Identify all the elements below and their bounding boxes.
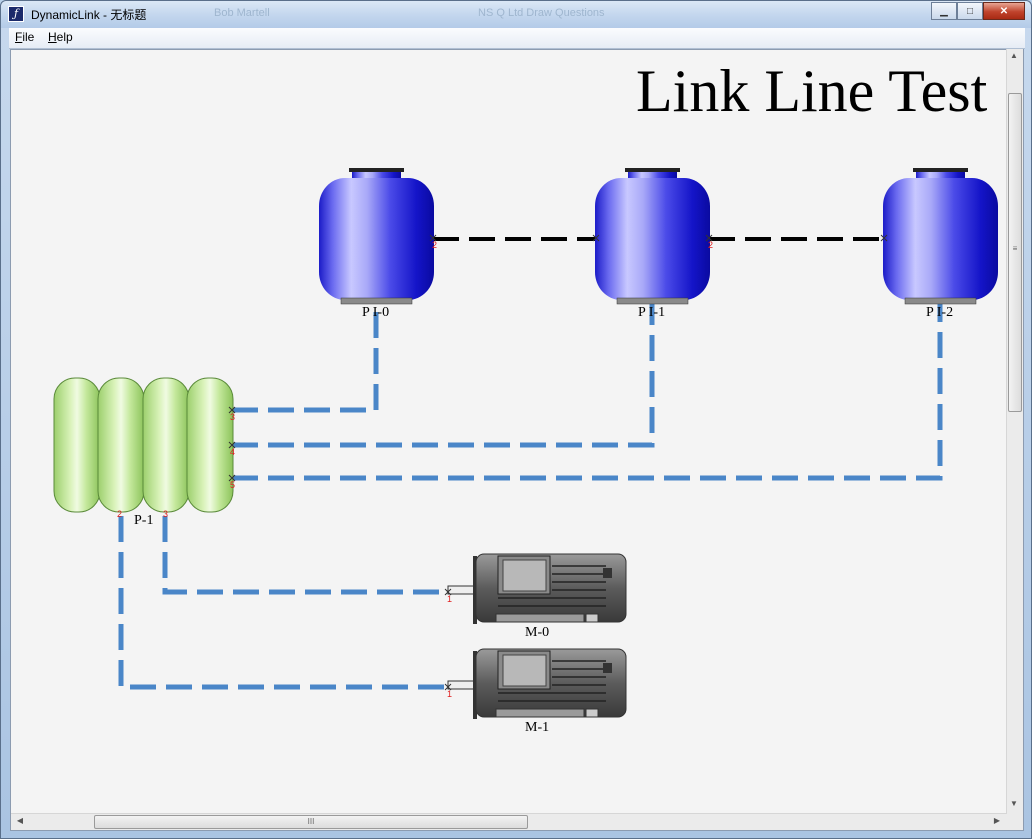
motor-label: M-0 [525, 625, 550, 640]
close-button[interactable]: ✕ [983, 2, 1025, 20]
tank-p-i-1[interactable] [595, 168, 710, 305]
vertical-scroll-thumb[interactable]: ≡ [1008, 93, 1022, 412]
link-pump-to-motor1 [118, 516, 448, 690]
link-pump-to-tank0 [232, 304, 379, 413]
tank-label: P I-1 [638, 305, 666, 320]
minimize-icon: ▁ [940, 5, 948, 17]
link-pump-to-tank1 [232, 304, 655, 448]
scroll-right-icon[interactable]: ▶ [993, 816, 1001, 825]
port-number: 2 [117, 509, 123, 519]
vertical-scrollbar[interactable]: ▲ ≡ ▼ [1006, 49, 1023, 814]
port-number: 4 [230, 447, 236, 457]
grip-icon: ≡ [1012, 244, 1018, 253]
port-number: 2 [708, 240, 714, 250]
port-number: 3 [163, 509, 169, 519]
motor-m-0[interactable] [447, 553, 627, 624]
link-pump-to-tank2 [232, 304, 943, 481]
horizontal-scroll-thumb[interactable]: III [94, 815, 528, 829]
background-window-title: NS Q Ltd Draw Questions [478, 7, 605, 19]
port-number: 5 [230, 480, 236, 490]
port-number: 3 [230, 412, 236, 422]
port-number: 1 [447, 594, 453, 604]
menu-help-accel: H [48, 30, 57, 44]
connector-marker [228, 406, 236, 414]
connector-marker [444, 588, 452, 596]
menu-help-label: elp [56, 30, 73, 44]
horizontal-scrollbar[interactable]: ◀ III ▶ [11, 813, 1006, 830]
blue-link-lines [118, 304, 943, 690]
close-icon: ✕ [999, 5, 1009, 17]
port-number: 2 [432, 240, 438, 250]
motor-m-1[interactable] [447, 648, 627, 719]
tank-label: P I-2 [926, 305, 954, 320]
maximize-button[interactable]: □ [957, 2, 983, 20]
link-pump-to-motor0 [162, 516, 448, 595]
caption-buttons: ▁ □ ✕ [931, 2, 1025, 20]
connector-marker [228, 474, 236, 482]
canvas-title: Link Line Test [636, 58, 988, 124]
maximize-icon: □ [966, 5, 974, 17]
drawing-canvas[interactable]: Link Line Test [10, 49, 1024, 831]
tank-p-i-2[interactable] [883, 168, 998, 305]
minimize-button[interactable]: ▁ [931, 2, 957, 20]
pump-label: P-1 [134, 513, 154, 528]
title-bar[interactable]: ƒ DynamicLink - 无标题 Bob Martell NS Q Ltd… [1, 1, 1031, 28]
connector-marker [705, 234, 713, 242]
scroll-left-icon[interactable]: ◀ [16, 816, 24, 825]
motor-label: M-1 [525, 720, 550, 735]
diagram-svg [53, 168, 998, 719]
menu-help[interactable]: Help [48, 30, 73, 44]
connector-marker [429, 234, 437, 242]
menu-bar: File Help [9, 28, 1025, 49]
window-title: DynamicLink - 无标题 [31, 8, 147, 22]
connector-marker [444, 683, 452, 691]
connection-markers [228, 234, 888, 691]
scroll-down-icon[interactable]: ▼ [1010, 799, 1018, 808]
scroll-up-icon[interactable]: ▲ [1010, 51, 1018, 60]
app-icon[interactable]: ƒ [8, 6, 24, 22]
connector-marker [880, 234, 888, 242]
connector-marker [592, 234, 600, 242]
size-grip[interactable] [1006, 814, 1023, 830]
background-window-title: Bob Martell [214, 7, 270, 19]
tank-p-i-0[interactable] [319, 168, 434, 305]
pump-p-1[interactable] [53, 377, 234, 513]
port-number: 1 [447, 689, 453, 699]
connector-marker [228, 441, 236, 449]
menu-file-label: ile [22, 30, 35, 44]
menu-file[interactable]: File [15, 30, 34, 44]
tank-label: P I-0 [362, 305, 390, 320]
menu-file-accel: F [15, 30, 23, 44]
grip-icon: III [307, 817, 315, 826]
